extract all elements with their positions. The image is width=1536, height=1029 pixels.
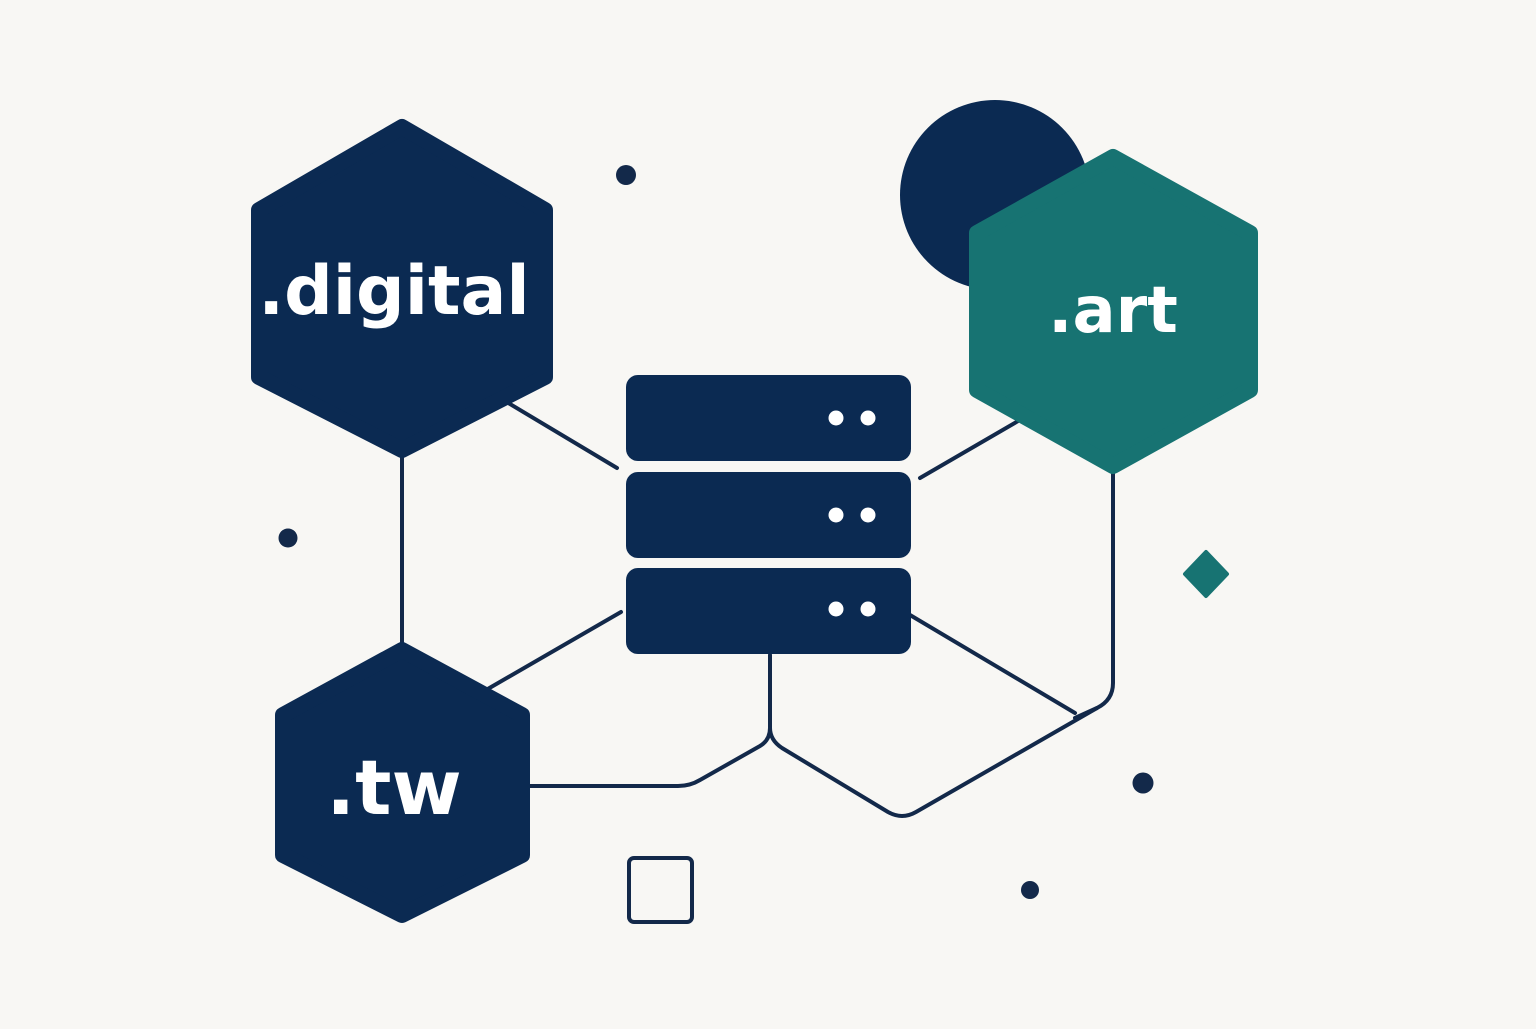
hex-node-art: .art bbox=[969, 149, 1258, 474]
decorative-square bbox=[627, 856, 694, 924]
link-tw-server bbox=[484, 610, 623, 692]
connector-lines bbox=[400, 396, 1115, 818]
hexagon-art-shape bbox=[969, 149, 1258, 474]
server-light bbox=[828, 410, 844, 426]
decorative-dot bbox=[1021, 881, 1039, 899]
hex-label-art: .art bbox=[1048, 274, 1178, 348]
server-indicator-lights bbox=[828, 410, 876, 617]
server-light bbox=[860, 507, 876, 523]
decorations bbox=[278, 165, 1229, 924]
server-unit-3 bbox=[626, 568, 911, 654]
hex-label-digital: .digital bbox=[258, 252, 530, 331]
server-unit-2 bbox=[626, 472, 911, 558]
server-light bbox=[860, 601, 876, 617]
decorative-dot bbox=[1132, 772, 1154, 794]
hex-label-tw: .tw bbox=[326, 743, 461, 832]
server-light bbox=[828, 507, 844, 523]
hex-node-tw: .tw bbox=[275, 642, 530, 923]
link-server-lower-right bbox=[908, 613, 1077, 715]
decorative-dot bbox=[278, 528, 298, 548]
link-digital-server bbox=[498, 396, 619, 470]
server-light bbox=[860, 410, 876, 426]
decorative-diamond bbox=[1183, 550, 1229, 598]
hexagon-tw-shape bbox=[275, 642, 530, 923]
server-light bbox=[828, 601, 844, 617]
link-server-art-bottom bbox=[768, 706, 1099, 818]
hexagon-digital-shape bbox=[251, 119, 553, 458]
link-server-art bbox=[918, 415, 1027, 480]
server-rack-icon bbox=[626, 375, 911, 654]
decorative-dot bbox=[616, 165, 636, 185]
hex-node-digital: .digital bbox=[251, 119, 553, 458]
server-unit-1 bbox=[626, 375, 911, 461]
